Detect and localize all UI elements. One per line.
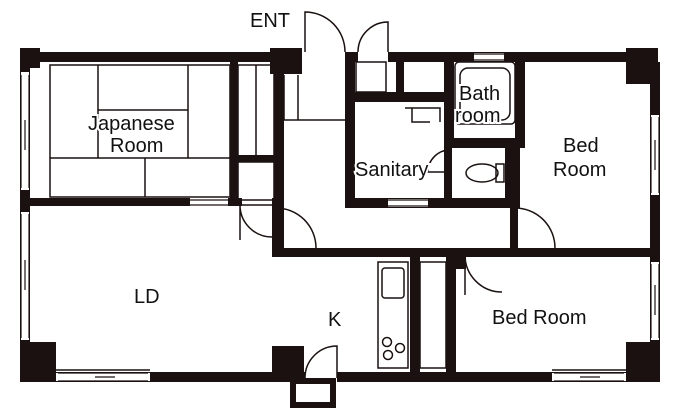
wall [272, 198, 284, 250]
wall [20, 52, 302, 62]
wall [345, 92, 445, 102]
bath-label-line2: room [455, 105, 501, 127]
kitchen-label: K [328, 309, 342, 331]
bath-label-line1: Bath [459, 83, 500, 105]
wall [345, 198, 515, 208]
window-opening [388, 199, 428, 207]
wall [444, 138, 520, 148]
toilet-bowl [465, 163, 499, 183]
fridge-space [419, 261, 447, 369]
door-opening [358, 53, 388, 61]
bedroom-se-label: Bed Room [492, 307, 587, 329]
door-swing [304, 11, 346, 53]
wall [20, 372, 305, 382]
storage-outline [237, 161, 275, 201]
kitchen-counter [377, 261, 409, 369]
wash-basin [405, 107, 441, 123]
toilet-tank [495, 163, 505, 183]
wall [456, 257, 466, 269]
bathtub-inner [459, 67, 511, 121]
door-swing [357, 21, 389, 53]
stove-burner [394, 342, 406, 354]
window-glass [20, 53, 660, 382]
wall [274, 62, 284, 208]
wall [510, 208, 518, 252]
door-swing [464, 254, 503, 295]
door-opening [302, 53, 345, 61]
door-swing [304, 345, 338, 379]
column [272, 346, 304, 376]
door-swing [239, 204, 273, 240]
entrance-label: ENT [250, 10, 290, 32]
wall [515, 52, 525, 148]
wall [444, 148, 452, 208]
wall [290, 378, 336, 384]
stove-burner [382, 349, 394, 361]
japanese-room-label-line1: Japanese [88, 113, 175, 135]
door-swing [514, 207, 556, 249]
wall [650, 62, 660, 382]
sanitary-label: Sanitary [355, 159, 428, 181]
walls [20, 48, 660, 408]
wall [345, 52, 358, 62]
wall [230, 62, 238, 206]
bedroom-ne-label-line1: Bed [563, 135, 599, 157]
wall [272, 248, 650, 257]
wall [290, 378, 296, 408]
wall [30, 198, 190, 206]
living-dining-label: LD [134, 286, 160, 308]
bedroom-ne-label-line2: Room [553, 159, 606, 181]
kitchen-sink [381, 267, 405, 299]
wall [396, 62, 404, 102]
wall [444, 52, 454, 142]
wall [290, 402, 336, 408]
wall [446, 257, 456, 372]
wall [238, 155, 274, 162]
stove-burner [381, 336, 393, 348]
wall [330, 378, 336, 408]
shoe-box [355, 61, 387, 93]
wall [410, 257, 420, 372]
window-openings [21, 53, 659, 381]
japanese-room-label-line2: Room [110, 135, 163, 157]
room-labels: ENT Japanese Room Bath room Sanitary Bed… [86, 10, 606, 331]
wall [508, 140, 520, 208]
wall [337, 372, 660, 382]
wall [345, 62, 355, 208]
window-opening [190, 199, 228, 205]
window-opening [474, 53, 504, 61]
